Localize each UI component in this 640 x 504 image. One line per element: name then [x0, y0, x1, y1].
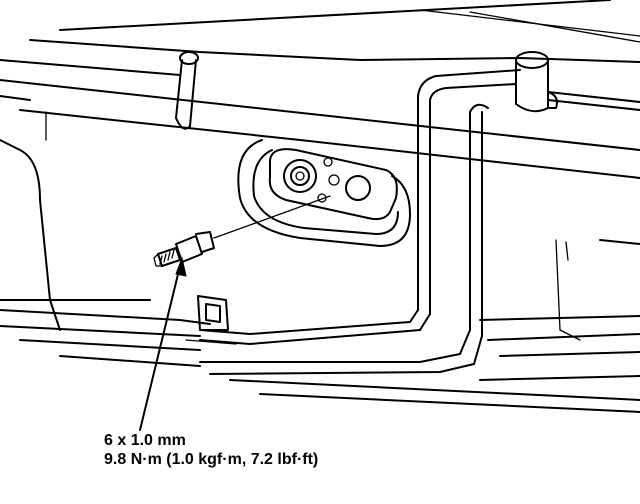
valve-recess	[237, 139, 411, 247]
tube-clamp-left	[175, 51, 199, 130]
body-panel-lines	[0, 0, 640, 76]
diagonal-tube	[0, 79, 640, 179]
bolt-size-spec: 6 x 1.0 mm	[104, 432, 186, 449]
bolt-icon	[153, 231, 215, 267]
leader-arrow-icon	[139, 256, 187, 431]
bolt-guide-line	[213, 195, 331, 239]
tube-clamp-right	[515, 51, 549, 113]
lower-frame-rails	[0, 239, 640, 413]
mounting-bracket	[185, 295, 237, 345]
torque-callout: 6 x 1.0 mm 9.8 N·m (1.0 kgf·m, 7.2 lbf·f…	[104, 431, 318, 469]
torque-spec: 9.8 N·m (1.0 kgf·m, 7.2 lbf·ft)	[104, 451, 319, 468]
refrigerant-pipes	[199, 69, 640, 375]
side-panel-left	[0, 111, 61, 331]
expansion-valve-block	[268, 148, 398, 221]
